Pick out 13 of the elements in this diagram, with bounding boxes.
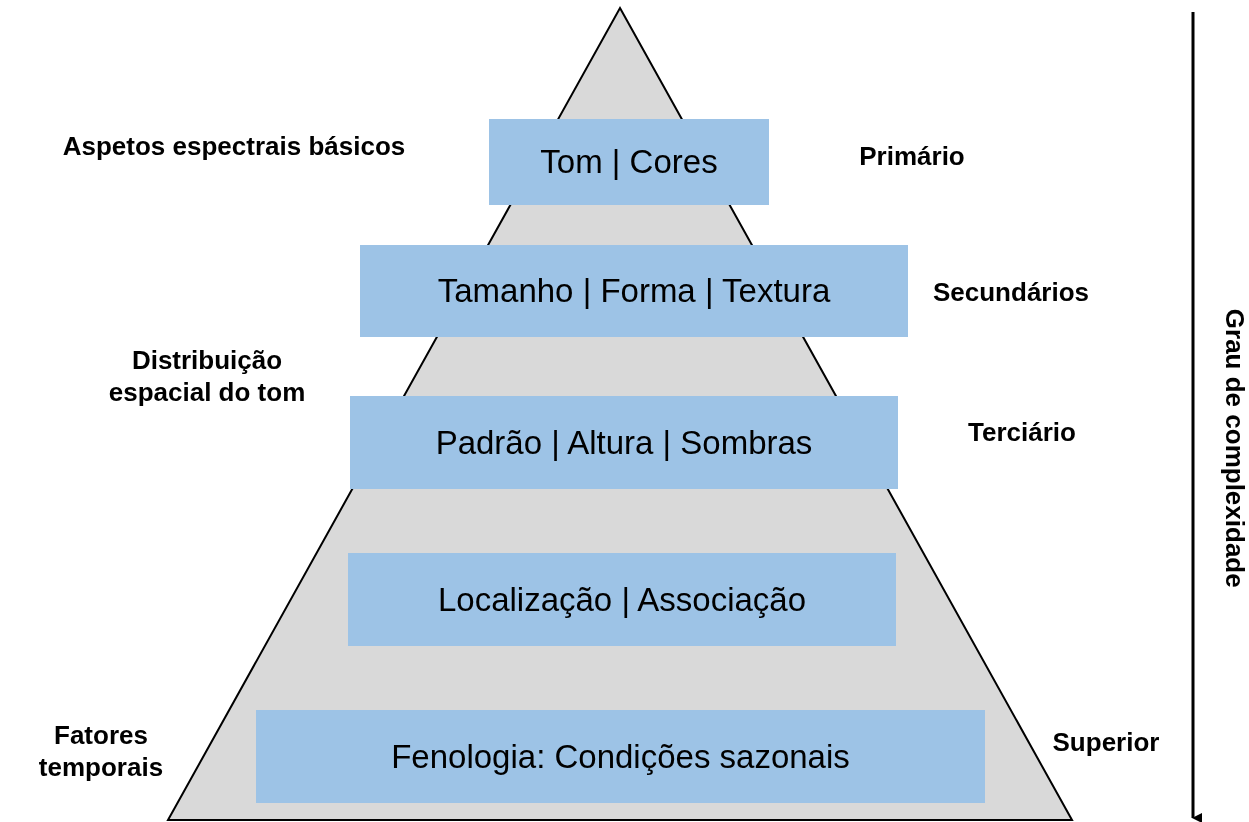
- level-label: Superior: [1051, 725, 1161, 758]
- side-label: Distribuição espacial do tom: [107, 343, 307, 409]
- axis-label: Grau de complexidade: [1218, 308, 1249, 588]
- level-box: Padrão | Altura | Sombras: [350, 396, 898, 489]
- level-box: Tamanho | Forma | Textura: [360, 245, 908, 337]
- side-label: Fatores temporais: [37, 718, 165, 784]
- level-label: Primário: [858, 139, 966, 172]
- level-box: Fenologia: Condições sazonais: [256, 710, 985, 803]
- level-label: Secundários: [931, 275, 1091, 308]
- side-label: Aspetos espectrais básicos: [61, 129, 407, 162]
- level-label: Terciário: [967, 415, 1077, 448]
- level-box: Tom | Cores: [489, 119, 769, 205]
- level-box: Localização | Associação: [348, 553, 896, 646]
